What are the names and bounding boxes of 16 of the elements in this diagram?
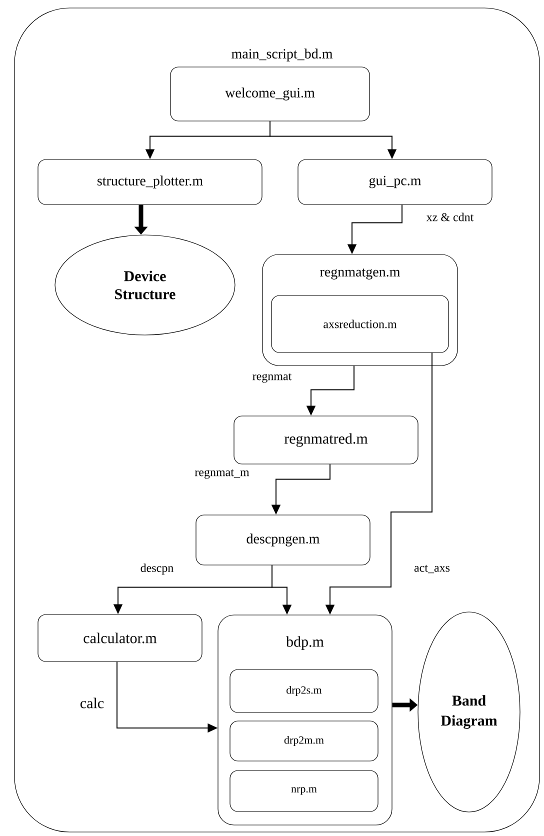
module-box: structure_plotter.m <box>38 159 262 205</box>
module-box: regnmatred.m <box>234 416 418 464</box>
edge-label: regnmat_m <box>194 468 250 480</box>
module-box: nrp.m <box>230 770 378 812</box>
module-box: drp2s.m <box>230 669 378 713</box>
edge-label: descpn <box>139 562 175 576</box>
edge-label: act_axs <box>413 564 451 574</box>
module-box: calculator.m <box>38 614 202 662</box>
module-box: descpngen.m <box>196 514 370 566</box>
module-box: axsreduction.m <box>271 295 449 353</box>
module-box: drp2m.m <box>230 720 378 762</box>
edge-label: xz & cdnt <box>425 212 475 222</box>
module-box: gui_pc.m <box>298 159 492 205</box>
edge-label: calc <box>78 696 106 710</box>
edge-label: regnmat <box>251 372 293 384</box>
module-box: welcome_gui.m <box>170 66 370 122</box>
